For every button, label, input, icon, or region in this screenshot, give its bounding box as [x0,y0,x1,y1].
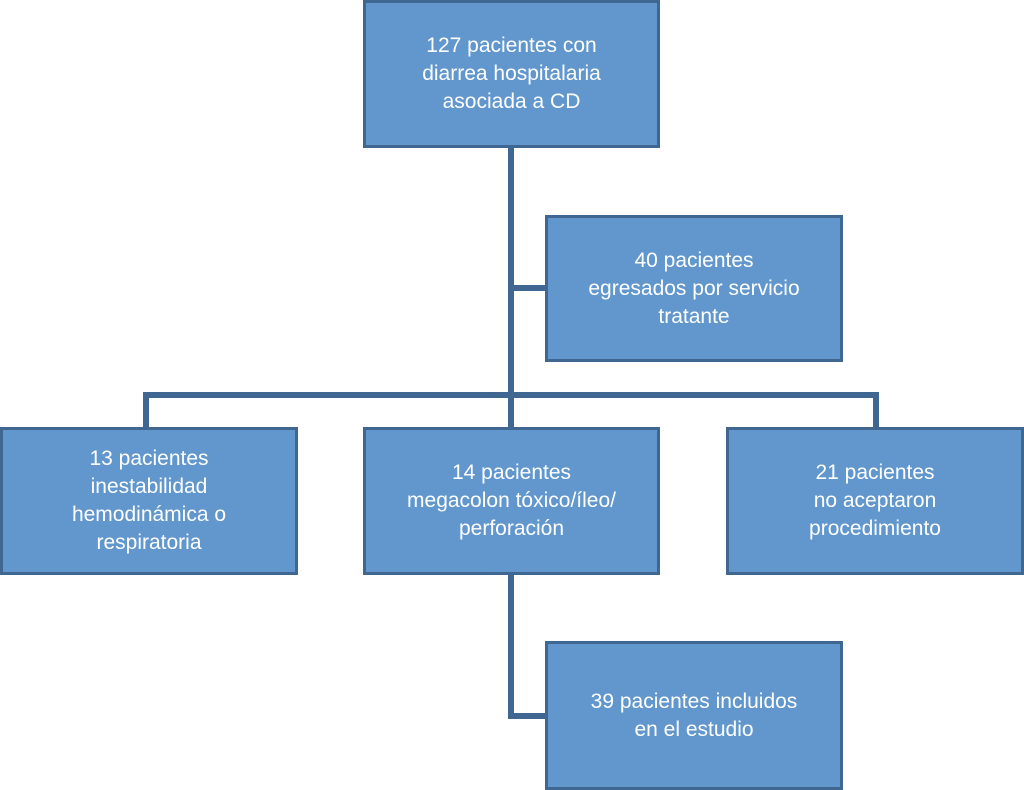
box-text-line: respiratoria [96,531,202,554]
box-text-line: perforación [458,517,565,540]
box-text-line: hemodinámica o [71,503,227,526]
box-discharged-patients: 40 pacientes egresados por servicio trat… [545,215,843,362]
box-text-line: egresados por servicio [588,276,800,300]
box-text-line: 14 pacientes [451,461,572,484]
box-text-line: 127 pacientes con [426,34,597,57]
box-text-line: 39 pacientes incluidos [590,689,798,713]
box-text-line: 21 pacientes [815,461,935,484]
box-text-line: tratante [658,304,730,328]
box-total-patients: 127 pacientes con diarrea hospitalaria a… [363,0,660,148]
box-unstable-patients: 13 pacientes inestabilidad hemodinámica … [0,427,298,575]
box-megacolon-patients: 14 pacientes megacolon tóxico/íleo/ perf… [363,427,660,575]
box-text-line: diarrea hospitalaria [422,62,601,85]
box-text-line: 40 pacientes [634,248,754,272]
box-text-line: procedimiento [809,517,941,540]
box-text-line: asociada a CD [442,90,581,113]
box-included-patients: 39 pacientes incluidos en el estudio [545,641,843,790]
box-text-line: no aceptaron [813,489,937,512]
box-declined-patients: 21 pacientes no aceptaron procedimiento [726,427,1024,575]
box-text-line: inestabilidad [90,475,208,498]
box-text-line: megacolon tóxico/íleo/ [407,489,616,512]
box-text-line: 13 pacientes [89,447,209,470]
box-text-line: en el estudio [634,717,754,741]
